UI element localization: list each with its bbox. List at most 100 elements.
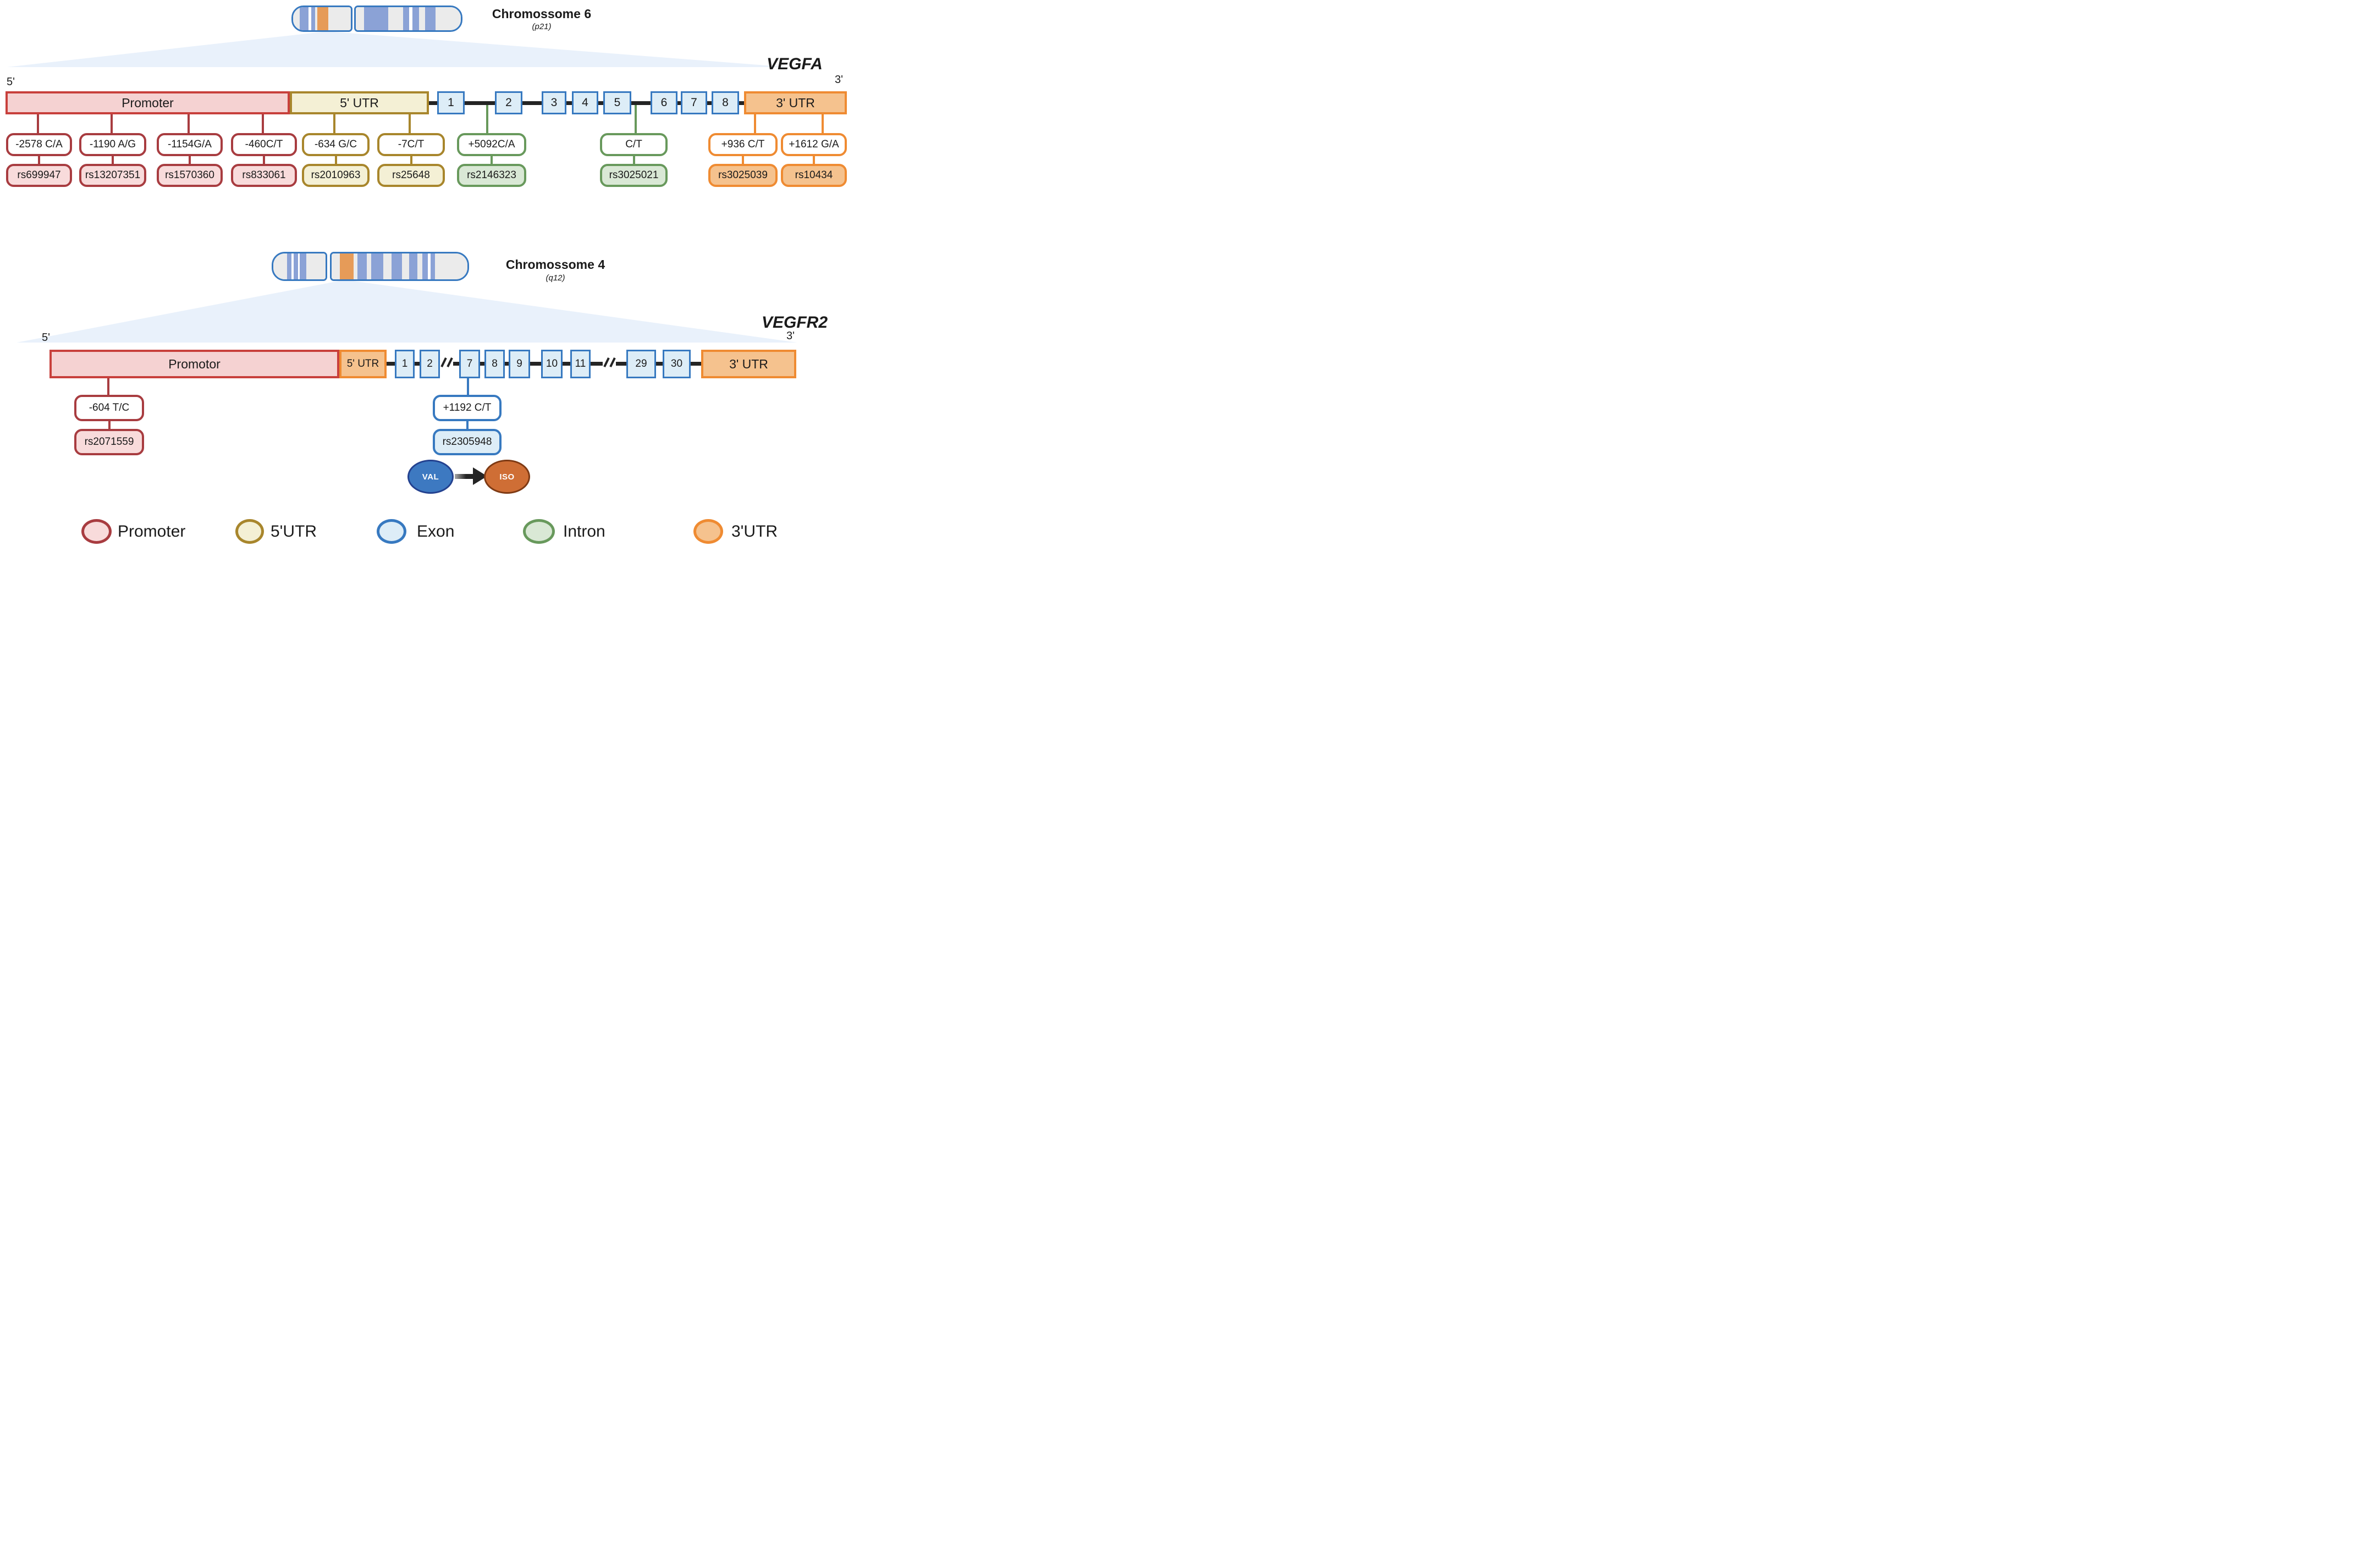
snp-connector-line: [188, 114, 190, 133]
chromosome-band-blue: [409, 253, 417, 279]
chromosome-band-grey: [306, 253, 326, 279]
exon-box-2: 2: [420, 350, 440, 378]
vegfr2-gene-name: VEGFR2: [761, 313, 828, 332]
vegfr2-five-prime-label: 5': [42, 332, 50, 344]
exon-box-9: 9: [509, 350, 530, 378]
legend-swatch-promoter: [81, 519, 112, 544]
exon-box-30: 30: [663, 350, 691, 378]
chromosome-band-blue: [300, 253, 306, 279]
exon-box-6: 6: [651, 91, 677, 114]
chromosome-band-white: [291, 253, 294, 279]
snp-connector-line: [822, 114, 824, 133]
chromosome4-title: Chromossome 4: [505, 257, 605, 272]
gene-structure-diagram: Chromossome 6 (p21) VEGFA 5' 3' Promoter…: [0, 0, 850, 552]
exon-box-8: 8: [712, 91, 739, 114]
chromosome-band-grey: [356, 7, 365, 30]
snp-connector-line: [263, 156, 265, 164]
exon-box-11: 11: [570, 350, 591, 378]
chromosome-band-grey: [417, 253, 423, 279]
snp-connector-line: [262, 114, 264, 133]
legend-label-promoter: Promoter: [118, 522, 186, 541]
snp-connector-line: [410, 156, 412, 164]
chromosome-band-orange: [317, 7, 328, 30]
snp-connector-line: [108, 421, 111, 429]
chromosome-band-blue: [357, 253, 367, 279]
chromosome-band-blue: [294, 253, 298, 279]
vegfa-utr3-segment: 3' UTR: [744, 91, 847, 114]
chromosome-band-grey: [383, 253, 392, 279]
rs-box: rs13207351: [79, 164, 146, 187]
chromosome6-q-arm: [354, 5, 462, 32]
chromosome-band-grey: [434, 253, 467, 279]
variant-box: -7C/T: [377, 133, 445, 156]
snp-connector-line: [742, 156, 744, 164]
rs-box: rs699947: [6, 164, 72, 187]
codon-val-circle: VAL: [407, 460, 454, 494]
snp-connector-line: [334, 156, 337, 164]
snp-connector-line: [754, 114, 756, 133]
exon-box-8: 8: [484, 350, 505, 378]
chromosome-band-white: [409, 7, 413, 30]
codon-iso-circle: ISO: [484, 460, 530, 494]
chromosome-band-grey: [315, 7, 318, 30]
rs-box: rs3025039: [708, 164, 778, 187]
vegfr2-utr3-segment: 3' UTR: [701, 350, 796, 378]
snp-connector-line: [486, 105, 488, 133]
chromosome-band-blue: [287, 253, 292, 279]
variant-box: -1154G/A: [157, 133, 223, 156]
variant-box: +5092C/A: [457, 133, 526, 156]
rs-box: rs2071559: [74, 429, 144, 455]
snp-connector-line: [466, 421, 469, 429]
chromosome-band-blue: [391, 253, 403, 279]
chromosome-band-grey: [293, 7, 300, 30]
chromosome-band-grey: [402, 253, 409, 279]
chromosome-band-grey: [273, 253, 287, 279]
rs-box: rs1570360: [157, 164, 223, 187]
vegfr2-zoom-triangle: [16, 281, 797, 343]
vegfa-gene-name: VEGFA: [767, 55, 823, 73]
chromosome-band-white: [298, 253, 300, 279]
chromosome6-title: Chromossome 6: [492, 7, 592, 21]
legend-swatch-utr5: [235, 519, 264, 544]
chromosome-band-grey: [418, 7, 425, 30]
chromosome-band-blue: [311, 7, 315, 30]
snp-connector-line: [189, 156, 191, 164]
exon-box-1: 1: [437, 91, 465, 114]
variant-box: C/T: [600, 133, 668, 156]
variant-box: -634 G/C: [302, 133, 370, 156]
chromosome-band-white: [308, 7, 311, 30]
exon-box-4: 4: [572, 91, 598, 114]
chromosome4-q-arm: [330, 252, 469, 281]
vegfa-three-prime-label: 3': [835, 74, 843, 86]
snp-connector-line: [467, 378, 469, 395]
chromosome-band-blue: [403, 7, 410, 30]
chromosome4-p-arm: [272, 252, 327, 281]
chromosome4-band-label: (q12): [546, 273, 565, 283]
rs-box: rs2305948: [433, 429, 502, 455]
chromosome-band-blue: [431, 253, 435, 279]
rs-box: rs2010963: [302, 164, 370, 187]
legend-label-intron: Intron: [563, 522, 605, 541]
rs-box: rs833061: [231, 164, 297, 187]
chromosome-band-blue: [425, 7, 436, 30]
variant-box: -1190 A/G: [79, 133, 146, 156]
intron-break-gap: [440, 361, 453, 367]
exon-box-10: 10: [541, 350, 563, 378]
chromosome-band-orange: [339, 253, 354, 279]
legend-label-utr3: 3'UTR: [731, 522, 778, 541]
vegfr2-utr5-segment: 5' UTR: [339, 350, 387, 378]
rs-box: rs25648: [377, 164, 445, 187]
chromosome-band-grey: [332, 253, 340, 279]
snp-connector-line: [632, 156, 635, 164]
chromosome-band-blue: [299, 7, 309, 30]
legend-label-exon: Exon: [417, 522, 455, 541]
legend-label-utr5: 5'UTR: [271, 522, 317, 541]
snp-connector-line: [491, 156, 493, 164]
exon-box-1: 1: [395, 350, 415, 378]
legend-swatch-utr3: [693, 519, 723, 544]
snp-connector-line: [333, 114, 335, 133]
exon-box-3: 3: [542, 91, 566, 114]
vegfa-promoter-segment: Promoter: [5, 91, 290, 114]
rs-box: rs2146323: [457, 164, 526, 187]
chromosome-band-blue: [412, 7, 419, 30]
